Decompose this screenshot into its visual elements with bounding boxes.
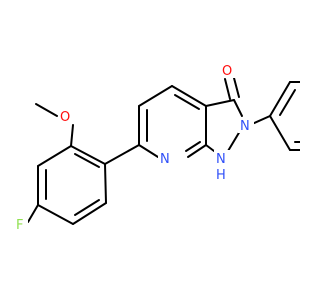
bond-pz-4	[205, 144, 215, 152]
bond-o-aryl	[70, 124, 74, 147]
bond-py-inner-2	[174, 94, 200, 110]
bond-ar-1	[70, 145, 106, 165]
atom-o-methoxy: O	[60, 110, 70, 125]
bond-ar-inner-2	[74, 199, 100, 216]
bond-ph-inner-1	[279, 89, 296, 116]
atom-o-carbonyl: O	[222, 64, 232, 79]
atom-f: F	[16, 218, 23, 233]
bond-carbonyl-2	[233, 77, 240, 98]
bond-py-2	[138, 85, 173, 107]
bond-py-inner-3	[185, 141, 201, 152]
bond-ar-2	[104, 163, 107, 204]
atom-nh-pyrazole: N	[216, 152, 226, 167]
bond-py-6	[138, 144, 159, 158]
atom-labels: O F O N N H N	[14, 62, 254, 233]
bond-ar-6	[37, 145, 72, 167]
bond-ar-4	[37, 204, 74, 225]
bond-biaryl	[104, 144, 140, 165]
bond-carbonyl-1	[224, 78, 231, 100]
bond-pz-3	[227, 130, 241, 152]
bond-n-phenyl	[251, 115, 271, 125]
bond-py-5	[187, 144, 207, 158]
bond-ph-3	[269, 115, 291, 151]
bond-py-3	[171, 85, 207, 107]
bond-methyl-o	[35, 103, 58, 117]
molecule-structure: O F O N N H N	[14, 62, 300, 233]
bond-lines	[27, 77, 300, 225]
bond-pz-1	[205, 99, 235, 107]
bond-pz-2	[233, 99, 243, 117]
atom-n-pyrazole: N	[240, 119, 250, 134]
atom-h-pyrazole: H	[216, 168, 226, 183]
bond-ar-inner-1	[74, 153, 100, 168]
bond-c-f	[27, 204, 39, 223]
bond-ph-1	[269, 81, 291, 117]
bond-ar-3	[72, 202, 107, 225]
atom-n-pyridine: N	[160, 152, 170, 167]
